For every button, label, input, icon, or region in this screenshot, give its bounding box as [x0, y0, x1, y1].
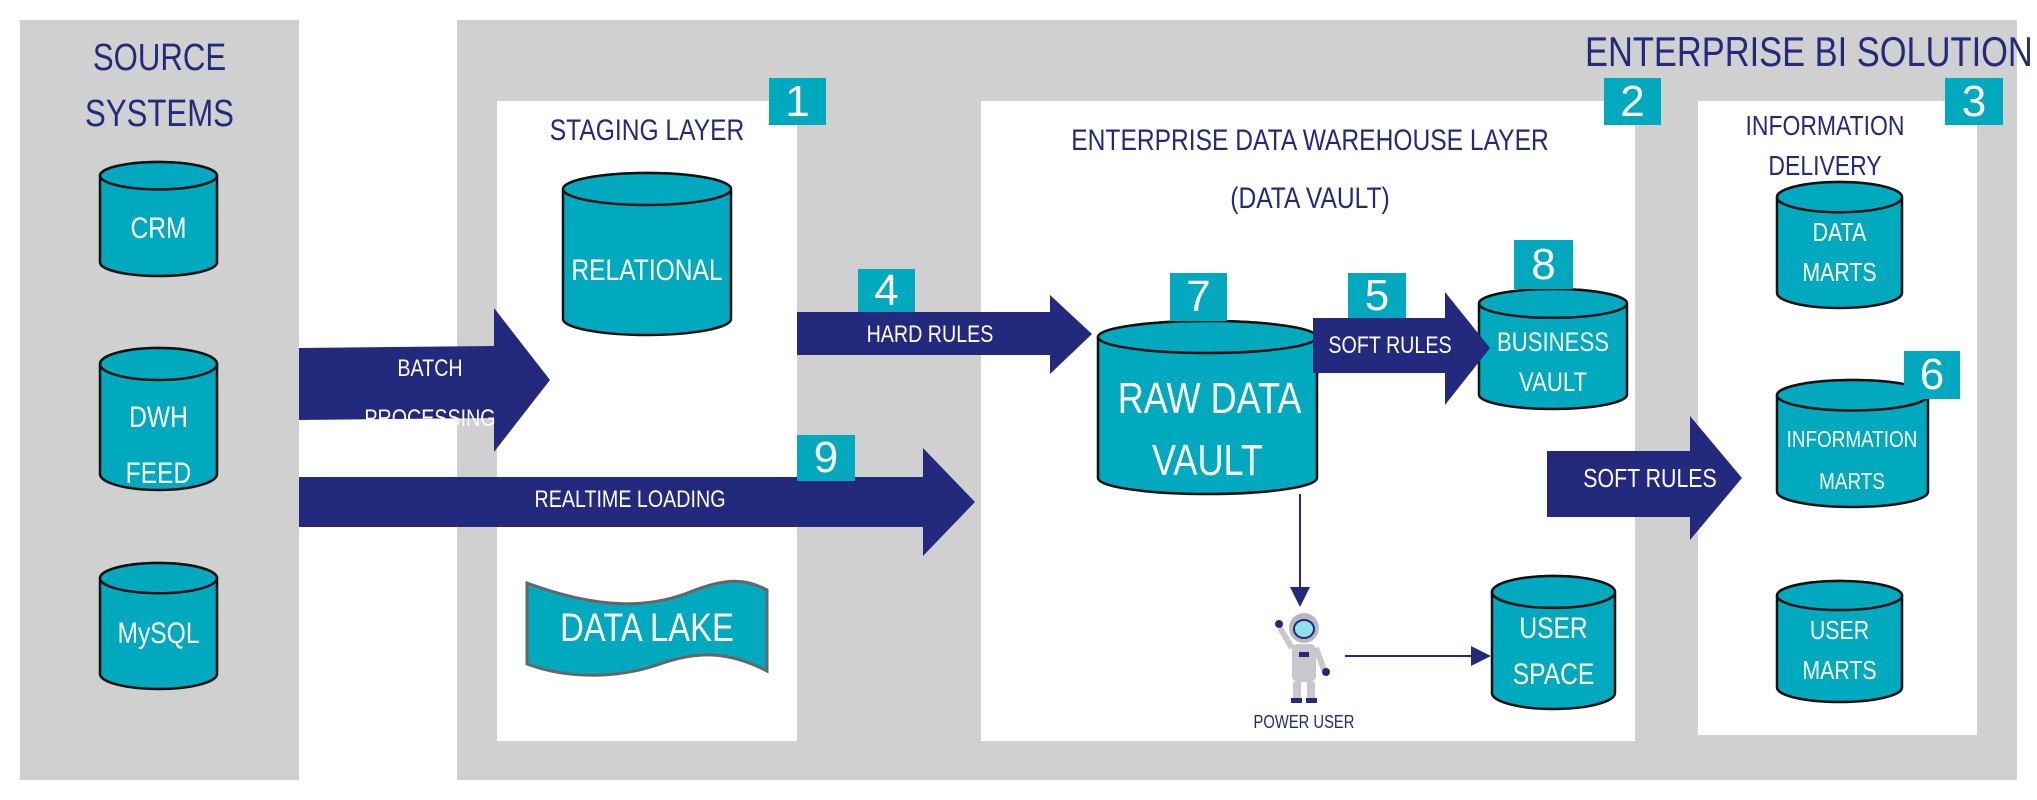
badge-5: 5 [1348, 271, 1406, 320]
raw-vault-line2: VAULT [1152, 436, 1263, 485]
soft-rules-label-1: SOFT RULES [1328, 332, 1452, 359]
raw-vault-line1: RAW DATA [1117, 374, 1302, 423]
info-marts-line2: MARTS [1819, 468, 1885, 494]
edw-layer-title: ENTERPRISE DATA WAREHOUSE LAYER (DATA VA… [1064, 112, 1556, 228]
info-marts-line1: INFORMATION [1786, 426, 1918, 452]
dwh-feed-cylinder [98, 346, 219, 492]
batch-processing-arrow [299, 308, 550, 452]
realtime-loading-arrow [299, 448, 975, 556]
raw-data-vault-label: RAW DATA VAULT [1117, 368, 1302, 492]
badge-9: 9 [797, 433, 855, 482]
badge-7: 7 [1170, 272, 1227, 321]
batch-line2: PROCESSING [364, 405, 496, 432]
business-vault-cylinder [1477, 287, 1629, 411]
business-vault-line1: BUSINESS [1497, 327, 1609, 357]
dwh-feed-db-label: DWH FEED [111, 390, 207, 502]
data-marts-cylinder [1775, 180, 1904, 310]
source-systems-title: SOURCE SYSTEMS [45, 30, 274, 142]
user-space-line2: SPACE [1512, 658, 1595, 691]
badge-2: 2 [1604, 77, 1661, 126]
relational-cylinder [561, 171, 733, 337]
power-user-label: POWER USER [1253, 712, 1355, 732]
data-marts-line2: MARTS [1802, 257, 1877, 287]
badge-8: 8 [1514, 240, 1573, 289]
mysql-cylinder [98, 561, 219, 691]
power-user-icon [1275, 613, 1330, 703]
soft-rules-arrow-1 [1313, 292, 1490, 405]
hard-rules-arrow [797, 295, 1092, 374]
badge-6: 6 [1904, 350, 1960, 399]
user-space-line1: USER [1519, 612, 1588, 645]
business-vault-line2: VAULT [1518, 367, 1588, 397]
user-marts-label: USER MARTS [1788, 610, 1891, 690]
soft-rules-label-2: SOFT RULES [1583, 463, 1717, 493]
edw-title-line2: (DATA VAULT) [1230, 182, 1390, 215]
relational-db-label: RELATIONAL [571, 254, 723, 287]
staging-layer-title: STAGING LAYER [549, 114, 745, 147]
dwh-line1: DWH [129, 401, 188, 434]
badge-3: 3 [1945, 77, 2003, 126]
data-lake-shape [525, 579, 769, 677]
crm-cylinder [98, 160, 219, 278]
raw-data-vault-cylinder [1096, 319, 1319, 496]
badge-4: 4 [858, 266, 915, 315]
source-title-line1: SOURCE [92, 37, 227, 79]
mysql-db-label: MySQL [117, 617, 200, 650]
source-title-line2: SYSTEMS [85, 93, 234, 135]
user-space-label: USER SPACE [1503, 606, 1604, 698]
batch-processing-label: BATCH PROCESSING [356, 344, 504, 444]
edw-title-line1: ENTERPRISE DATA WAREHOUSE LAYER [1071, 124, 1549, 157]
information-marts-cylinder [1775, 378, 1930, 509]
hard-rules-label: HARD RULES [866, 321, 994, 348]
badge-1: 1 [769, 77, 826, 126]
crm-db-label: CRM [130, 212, 187, 245]
user-marts-line1: USER [1809, 615, 1870, 645]
information-delivery-title: INFORMATION DELIVERY [1731, 106, 1920, 186]
information-marts-label: INFORMATION MARTS [1780, 418, 1924, 502]
user-marts-line2: MARTS [1802, 655, 1877, 685]
data-lake-label: DATA LAKE [560, 606, 734, 650]
dwh-line2: FEED [125, 457, 192, 490]
user-space-cylinder [1490, 574, 1617, 711]
enterprise-bi-title: ENTERPRISE BI SOLUTION [1585, 28, 2033, 75]
data-marts-line1: DATA [1812, 217, 1867, 247]
info-title-line1: INFORMATION [1745, 110, 1905, 141]
batch-line1: BATCH [397, 355, 463, 382]
realtime-loading-label: REALTIME LOADING [534, 486, 726, 513]
info-title-line2: DELIVERY [1768, 150, 1882, 181]
business-vault-label: BUSINESS VAULT [1492, 322, 1613, 402]
data-marts-label: DATA MARTS [1788, 212, 1891, 292]
user-marts-cylinder [1775, 579, 1904, 704]
soft-rules-arrow-2 [1547, 416, 1742, 540]
